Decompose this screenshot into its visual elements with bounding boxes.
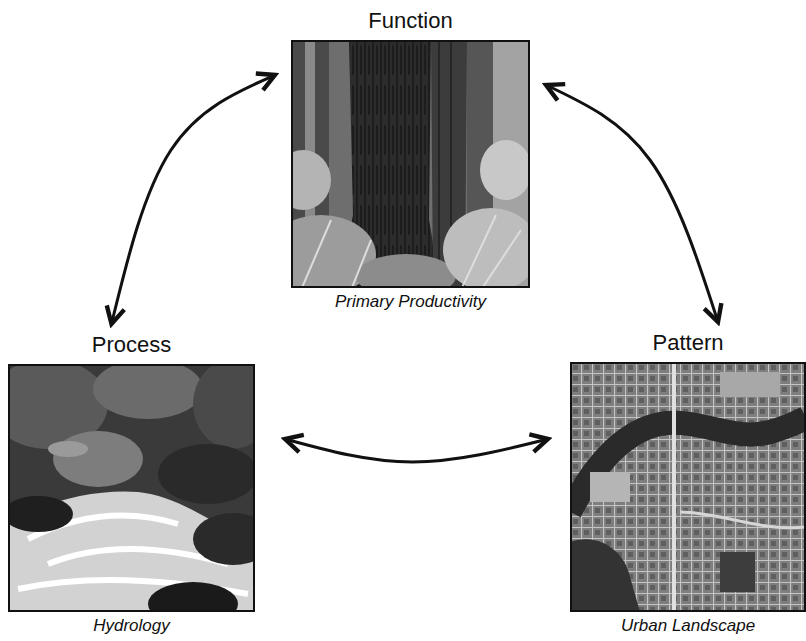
rock [193,364,255,449]
rock [158,444,255,504]
rock [53,431,143,487]
image-panel: PatternUrban Landscape [570,330,806,636]
panel-heading: Function [368,8,452,34]
water-body [570,539,640,612]
panel-caption: Hydrology [93,616,170,636]
water-body [720,552,755,592]
panel-caption: Urban Landscape [621,616,755,636]
stream-photo [8,364,255,612]
double-arrow [111,75,275,324]
double-arrow [546,85,718,322]
urban-aerial-photo [570,362,806,612]
panel-heading: Pattern [653,330,724,356]
double-arrow [285,439,548,462]
rock-highlight [48,441,88,457]
image-panel: ProcessHydrology [8,332,255,636]
photo-frame [291,40,530,288]
rock [193,513,255,565]
fern [356,254,456,288]
building-block [590,472,630,502]
river [570,418,806,512]
city-blocks [570,362,806,612]
forest-photo [291,40,530,288]
highway [672,362,676,612]
fern [291,150,331,210]
photo-frame [570,362,806,612]
building-block [720,372,780,397]
rock [8,496,73,532]
image-panel: FunctionPrimary Productivity [291,8,530,312]
panel-caption: Primary Productivity [335,292,486,312]
fern [480,140,530,200]
road [680,512,806,528]
rock [148,582,238,612]
panel-heading: Process [92,332,171,358]
rock [93,364,203,419]
photo-frame [8,364,255,612]
fern-frond [301,215,521,288]
fern [443,208,530,288]
